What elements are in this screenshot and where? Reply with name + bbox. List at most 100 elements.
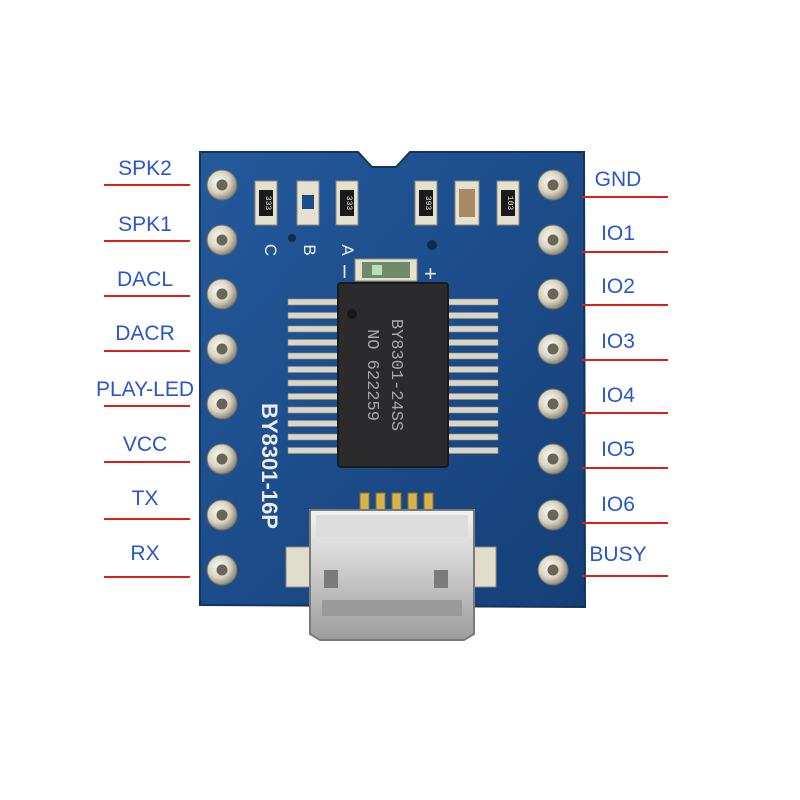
- ic-lead: [445, 433, 499, 441]
- usb-opening: [322, 600, 462, 616]
- leader-line-right: [582, 359, 668, 361]
- right-header-pad-hole: [547, 509, 559, 521]
- right-header-pad-hole: [547, 234, 559, 246]
- leader-line-left: [104, 350, 190, 352]
- leader-line-left: [104, 576, 190, 578]
- resistor-group-left: 333 333: [254, 180, 359, 226]
- leader-line-right: [582, 575, 668, 577]
- pin-label-left: SPK1: [118, 213, 172, 236]
- resistor-r3-body: [419, 190, 433, 216]
- via: [288, 234, 296, 242]
- ic-lead: [445, 420, 499, 427]
- pin-label-left: RX: [130, 542, 160, 565]
- leader-line-left: [104, 461, 190, 463]
- ic-lead: [445, 352, 499, 360]
- chip-pin1-dot: [347, 309, 357, 319]
- pin-label-right: IO5: [601, 438, 635, 461]
- jumper-b-gap: [302, 195, 314, 209]
- status-led-glow: [372, 265, 382, 275]
- led-plus-mark: +: [424, 261, 437, 286]
- capacitor-c1-body: [459, 189, 475, 217]
- pin-label-left: DACL: [116, 268, 174, 291]
- pin-label-right: BUSY: [589, 543, 647, 566]
- resistor-group-right: 393 103: [414, 180, 520, 226]
- right-header-pad-hole: [547, 453, 559, 465]
- header-pins: [206, 169, 569, 586]
- pin-label-right: IO2: [601, 275, 635, 298]
- ic-lead: [287, 406, 341, 414]
- ic-lead: [287, 379, 341, 387]
- ic-lead: [287, 339, 341, 346]
- ic-lead: [287, 393, 341, 400]
- resistor-r1-body: [259, 190, 273, 216]
- leader-line-right: [582, 304, 668, 306]
- ic-pins: [287, 298, 499, 454]
- ic-lead: [445, 298, 499, 306]
- led-minus-mark: I: [342, 262, 347, 282]
- pin-label-right: IO1: [601, 222, 635, 245]
- ic-lead: [287, 298, 341, 306]
- ic-lead: [445, 312, 499, 319]
- left-header-pad-hole: [216, 343, 228, 355]
- resistor-r4-body: [501, 190, 515, 216]
- resistor-r2-code: 333: [344, 196, 353, 211]
- left-header-pad-hole: [216, 288, 228, 300]
- right-header-pad-hole: [547, 564, 559, 576]
- jumper-label-b: B: [300, 244, 319, 255]
- ic-lead: [445, 325, 499, 333]
- leader-line-left: [104, 184, 190, 186]
- ic-lead: [287, 325, 341, 333]
- pin-label-right: IO6: [601, 493, 635, 516]
- leader-line-left: [104, 518, 190, 520]
- leader-line-right: [582, 412, 668, 414]
- pin-label-right: IO3: [601, 330, 635, 353]
- chip-marking-line2: NO 622259: [362, 329, 381, 421]
- ic-lead: [287, 420, 341, 427]
- board-model-label: BY8301-16P: [257, 403, 282, 529]
- leader-line-right: [582, 251, 668, 253]
- ic-lead: [287, 312, 341, 319]
- pin-label-left: DACR: [115, 322, 175, 345]
- usb-slot-left: [324, 570, 338, 588]
- leader-line-left: [104, 295, 190, 297]
- right-header-pad-hole: [547, 288, 559, 300]
- pin-label-left: TX: [131, 487, 159, 510]
- jumper-label-c: C: [261, 244, 280, 256]
- audio-chip: [337, 282, 449, 468]
- pin-label-right: IO4: [601, 384, 635, 407]
- left-header-pad-hole: [216, 234, 228, 246]
- left-header-pad-hole: [216, 564, 228, 576]
- leader-line-left: [104, 405, 190, 407]
- status-led-lens: [362, 262, 410, 278]
- ic-lead: [445, 393, 499, 400]
- chip-marking-line1: BY8301-24SS: [386, 319, 405, 431]
- ic-lead: [445, 406, 499, 414]
- ic-lead: [445, 447, 499, 454]
- ic-lead: [287, 366, 341, 373]
- left-header-pad-hole: [216, 179, 228, 191]
- pin-label-left: SPK2: [118, 157, 172, 180]
- resistor-r2-body: [340, 190, 354, 216]
- left-header-pad-hole: [216, 398, 228, 410]
- via: [427, 240, 437, 250]
- right-header-pad-hole: [547, 398, 559, 410]
- ic-lead: [287, 447, 341, 454]
- ic-lead: [445, 366, 499, 373]
- resistor-r4-code: 103: [505, 196, 514, 211]
- resistor-r3-code: 393: [423, 196, 432, 211]
- resistor-r1-code: 333: [263, 196, 272, 211]
- ic-lead: [445, 339, 499, 346]
- left-header-pad-hole: [216, 509, 228, 521]
- pin-label-right: GND: [594, 168, 642, 191]
- ic-lead: [287, 352, 341, 360]
- leader-line-right: [582, 467, 668, 469]
- left-header-pad-hole: [216, 453, 228, 465]
- leader-line-right: [582, 196, 668, 198]
- leader-line-right: [582, 522, 668, 524]
- leader-line-left: [104, 240, 190, 242]
- usb-connector: [285, 492, 497, 641]
- jumper-label-a: A: [338, 244, 357, 256]
- pin-label-left: VCC: [122, 433, 168, 456]
